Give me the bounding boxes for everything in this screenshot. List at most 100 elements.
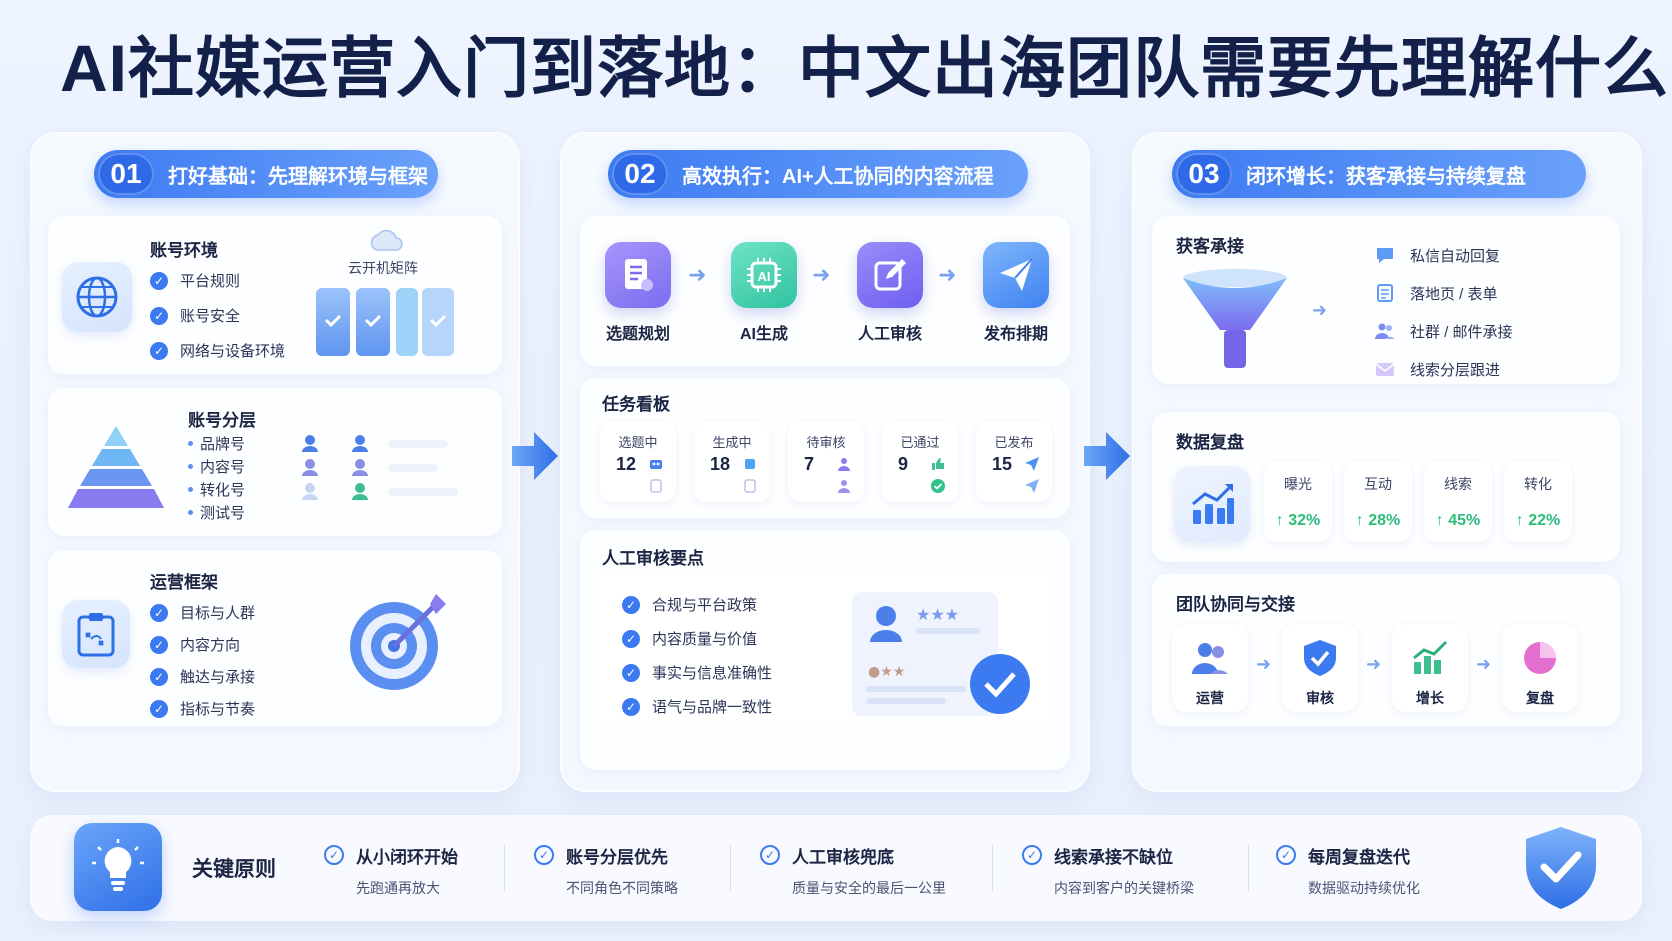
send-icon bbox=[1025, 479, 1039, 493]
metric-value: ↑ 28% bbox=[1355, 512, 1401, 529]
account-env-title: 账号环境 bbox=[150, 241, 218, 260]
arrow-right-icon: ➜ bbox=[1476, 654, 1492, 674]
pyramid-icon bbox=[60, 422, 172, 517]
principle-item: ✓ 人工审核兜底质量与安全的最后一公里 bbox=[760, 843, 946, 898]
team-role[interactable]: 审核 bbox=[1282, 624, 1358, 712]
check-icon: ✓ bbox=[622, 595, 640, 614]
principle-item: ✓ 每周复盘迭代数据驱动持续优化 bbox=[1276, 843, 1420, 898]
user-icon bbox=[838, 458, 850, 471]
edit-icon bbox=[857, 242, 923, 308]
workflow-step-topic: 选题规划 bbox=[602, 242, 674, 344]
check-icon: ✓ bbox=[1022, 845, 1042, 865]
send-icon bbox=[1025, 457, 1039, 471]
task-board-title: 任务看板 bbox=[602, 395, 670, 414]
flow-arrow-icon bbox=[1084, 430, 1130, 482]
principles-bar: 关键原则 ✓ 从小闭环开始先跑通再放大 ✓ 账号分层优先不同角色不同策略 ✓ 人… bbox=[30, 815, 1642, 921]
team-role[interactable]: 增长 bbox=[1392, 624, 1468, 712]
section-number: 02 bbox=[612, 153, 668, 195]
ops-framework-card: 运营框架 ✓目标与人群 ✓内容方向 ✓触达与承接 ✓指标与节奏 bbox=[48, 550, 502, 726]
check-icon: ✓ bbox=[150, 699, 168, 718]
task-count: 18 bbox=[710, 454, 731, 474]
thumbs-up-icon bbox=[932, 458, 944, 470]
review-list: ✓合规与平台政策 ✓内容质量与价值 ✓事实与信息准确性 ✓语气与品牌一致性 bbox=[622, 594, 772, 717]
metric-card: 线索 ↑ 45% bbox=[1424, 462, 1492, 542]
principle-desc: 不同角色不同策略 bbox=[566, 880, 678, 896]
task-count: 9 bbox=[898, 454, 909, 474]
lead-item-label: 社群 / 邮件承接 bbox=[1410, 323, 1513, 341]
task-column[interactable]: 已通过 9 bbox=[882, 422, 958, 502]
divider bbox=[504, 845, 505, 891]
clipboard-icon bbox=[62, 600, 130, 668]
check-icon: ✓ bbox=[622, 663, 640, 682]
ops-framework-title: 运营框架 bbox=[150, 573, 218, 592]
section-header-02: 02 高效执行：AI+人工协同的内容流程 bbox=[608, 150, 1028, 198]
step-label: 人工审核 bbox=[857, 326, 922, 343]
list-item: ✓事实与信息准确性 bbox=[622, 662, 772, 683]
task-column[interactable]: 待审核 7 bbox=[788, 422, 864, 502]
team-role-label: 审核 bbox=[1306, 690, 1334, 706]
section-title: 高效执行：AI+人工协同的内容流程 bbox=[682, 165, 994, 188]
task-column[interactable]: 生成中 18 bbox=[694, 422, 770, 502]
task-column[interactable]: 选题中 12 bbox=[600, 422, 676, 502]
section-execution: 02 高效执行：AI+人工协同的内容流程 选题规划 ➜ AI AI生成 ➜ 人工… bbox=[560, 132, 1090, 792]
pie-chart-icon bbox=[1524, 642, 1556, 674]
list-item: 测试号 bbox=[188, 501, 245, 524]
team-title: 团队协同与交接 bbox=[1176, 595, 1295, 614]
section-number: 03 bbox=[1176, 153, 1232, 195]
section-growth: 03 闭环增长：获客承接与持续复盘 获客承接 ➜ 私信自动回复 落地页 / 表单… bbox=[1132, 132, 1642, 792]
metric-label: 互动 bbox=[1364, 476, 1392, 492]
section-foundation: 01 打好基础：先理解环境与框架 账号环境 ✓平台规则 ✓账号安全 ✓网络与设备… bbox=[30, 132, 520, 792]
check-icon: ✓ bbox=[622, 629, 640, 648]
lead-item-label: 线索分层跟进 bbox=[1410, 361, 1501, 379]
principle-item: ✓ 账号分层优先不同角色不同策略 bbox=[534, 843, 678, 898]
arrow-right-icon: ➜ bbox=[812, 262, 831, 287]
svg-text:★★★: ★★★ bbox=[916, 605, 959, 624]
arrow-right-icon: ➜ bbox=[1366, 654, 1382, 674]
section-title: 打好基础：先理解环境与框架 bbox=[168, 165, 428, 188]
team-role-label: 运营 bbox=[1196, 690, 1224, 706]
metric-value: ↑ 45% bbox=[1435, 512, 1481, 529]
principle-item: ✓ 从小闭环开始先跑通再放大 bbox=[324, 843, 458, 898]
page-title: AI社媒运营入门到落地：中文出海团队需要先理解什么 bbox=[60, 31, 1669, 105]
arrow-right-icon: ➜ bbox=[1312, 300, 1328, 320]
metric-card: 互动 ↑ 28% bbox=[1344, 462, 1412, 542]
team-role[interactable]: 复盘 bbox=[1502, 624, 1578, 712]
step-label: 发布排期 bbox=[983, 326, 1048, 343]
list-item: ✓语气与品牌一致性 bbox=[622, 696, 772, 717]
check-icon: ✓ bbox=[150, 306, 168, 325]
check-icon: ✓ bbox=[622, 697, 640, 716]
account-env-list: ✓平台规则 ✓账号安全 ✓网络与设备环境 bbox=[150, 270, 285, 361]
lead-item: 落地页 / 表单 bbox=[1374, 282, 1498, 304]
principle-title: 账号分层优先 bbox=[566, 848, 668, 867]
principle-title: 每周复盘迭代 bbox=[1308, 848, 1410, 867]
lead-item: 社群 / 邮件承接 bbox=[1374, 320, 1513, 342]
principle-desc: 数据驱动持续优化 bbox=[1308, 880, 1420, 896]
user-icon bbox=[838, 480, 850, 493]
task-column[interactable]: 已发布 15 bbox=[976, 422, 1052, 502]
task-status-label: 已通过 bbox=[900, 435, 940, 450]
user-avatars-grid bbox=[298, 432, 488, 528]
principle-title: 线索承接不缺位 bbox=[1054, 848, 1173, 867]
check-icon: ✓ bbox=[324, 845, 344, 865]
review-title: 人工审核要点 bbox=[602, 549, 704, 568]
chat-icon bbox=[1377, 248, 1393, 263]
check-icon: ✓ bbox=[1276, 845, 1296, 865]
task-count: 7 bbox=[804, 454, 815, 474]
team-role[interactable]: 运营 bbox=[1172, 624, 1248, 712]
list-item: ✓合规与平台政策 bbox=[622, 594, 772, 615]
workflow-step-publish: 发布排期 bbox=[980, 242, 1052, 344]
phone-matrix-illustration bbox=[314, 286, 456, 358]
ai-chip-icon: AI bbox=[731, 242, 797, 308]
task-status-label: 待审核 bbox=[806, 435, 846, 450]
document-icon bbox=[650, 479, 662, 493]
principle-desc: 内容到客户的关键桥梁 bbox=[1054, 880, 1194, 896]
review-illustration: ★★★ ●★★ bbox=[852, 588, 1042, 722]
task-count: 12 bbox=[616, 454, 637, 474]
divider bbox=[1248, 845, 1249, 891]
list-item: ✓账号安全 bbox=[150, 305, 285, 326]
principles-title: 关键原则 bbox=[192, 858, 276, 881]
cloud-icon bbox=[366, 229, 406, 257]
document-icon bbox=[605, 242, 671, 308]
cloud-matrix-label: 云开机矩阵 bbox=[348, 260, 418, 276]
check-icon: ✓ bbox=[150, 341, 168, 360]
